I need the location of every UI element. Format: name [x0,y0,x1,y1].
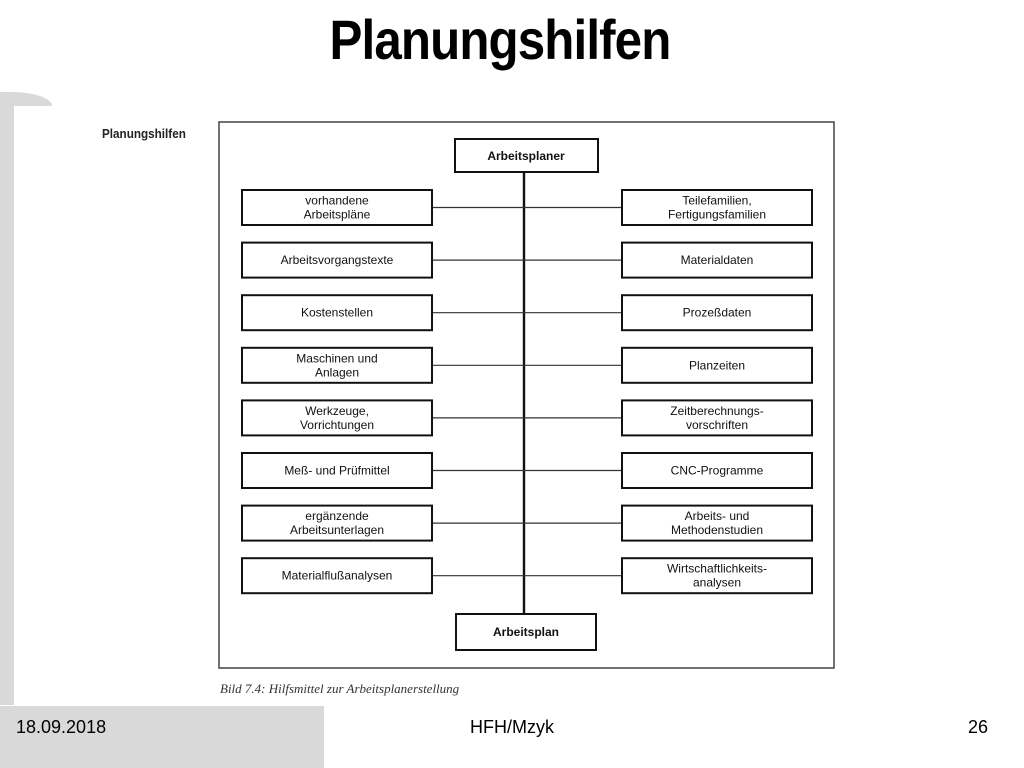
right-box-label: Wirtschaftlichkeits- [667,562,767,576]
right-box: Teilefamilien,Fertigungsfamilien [621,189,813,226]
left-box-label: Anlagen [315,365,359,379]
right-box-label: Prozeßdaten [683,306,752,320]
left-box-label: Meß- und Prüfmittel [284,464,389,478]
left-box: Werkzeuge,Vorrichtungen [241,399,433,437]
right-box-label: CNC-Programme [671,464,764,478]
right-box: Prozeßdaten [621,294,813,332]
right-box-label: Planzeiten [689,358,745,372]
footer-author: HFH/Mzyk [470,717,554,737]
bottom-node: Arbeitsplan [455,613,597,651]
left-box-label: Maschinen und [296,351,377,365]
left-column: vorhandeneArbeitspläneArbeitsvorgangstex… [241,189,433,595]
right-box: Materialdaten [621,241,813,279]
diagram-frame [218,121,835,669]
left-box-label: Kostenstellen [301,306,373,320]
figure-label: Planungshilfen [102,126,186,141]
right-box: Wirtschaftlichkeits-analysen [621,557,813,595]
decorative-left-bar [0,95,14,705]
top-node: Arbeitsplaner [454,138,599,173]
right-box-label: Teilefamilien, [682,194,751,208]
left-box-label: ergänzende [305,509,369,523]
footer-band [0,706,324,768]
left-box: Meß- und Prüfmittel [241,452,433,489]
right-box-label: analysen [693,576,741,590]
left-box-label: Werkzeuge, [305,404,369,418]
right-box-label: Arbeits- und [685,509,750,523]
figure-caption: Bild 7.4: Hilfsmittel zur Arbeitsplaners… [220,681,460,696]
footer-date: 18.09.2018 [16,717,107,737]
right-box-label: Zeitberechnungs- [670,404,763,418]
left-box-label: Arbeitspläne [304,208,371,222]
right-box: CNC-Programme [621,452,813,489]
right-box-label: Fertigungsfamilien [668,208,766,222]
left-box-label: Vorrichtungen [300,418,374,432]
right-box-label: Methodenstudien [671,523,763,537]
bottom-node-label: Arbeitsplan [493,625,559,639]
right-box: Planzeiten [621,346,813,384]
left-box: Materialflußanalysen [241,557,433,595]
right-box: Zeitberechnungs-vorschriften [621,399,813,437]
page-number: 26 [967,717,988,737]
left-box-label: vorhandene [305,194,369,208]
left-box-label: Materialflußanalysen [282,569,393,583]
left-box: Kostenstellen [241,294,433,332]
slide-title: Planungshilfen [329,8,672,71]
right-box-label: Materialdaten [681,253,754,267]
right-column: Teilefamilien,FertigungsfamilienMaterial… [621,189,813,595]
left-box-label: Arbeitsvorgangstexte [281,253,394,267]
left-box: Arbeitsvorgangstexte [241,241,433,279]
connector-lines [432,206,622,577]
left-box-label: Arbeitsunterlagen [290,523,384,537]
top-node-label: Arbeitsplaner [487,149,565,163]
right-box-label: vorschriften [686,418,748,432]
